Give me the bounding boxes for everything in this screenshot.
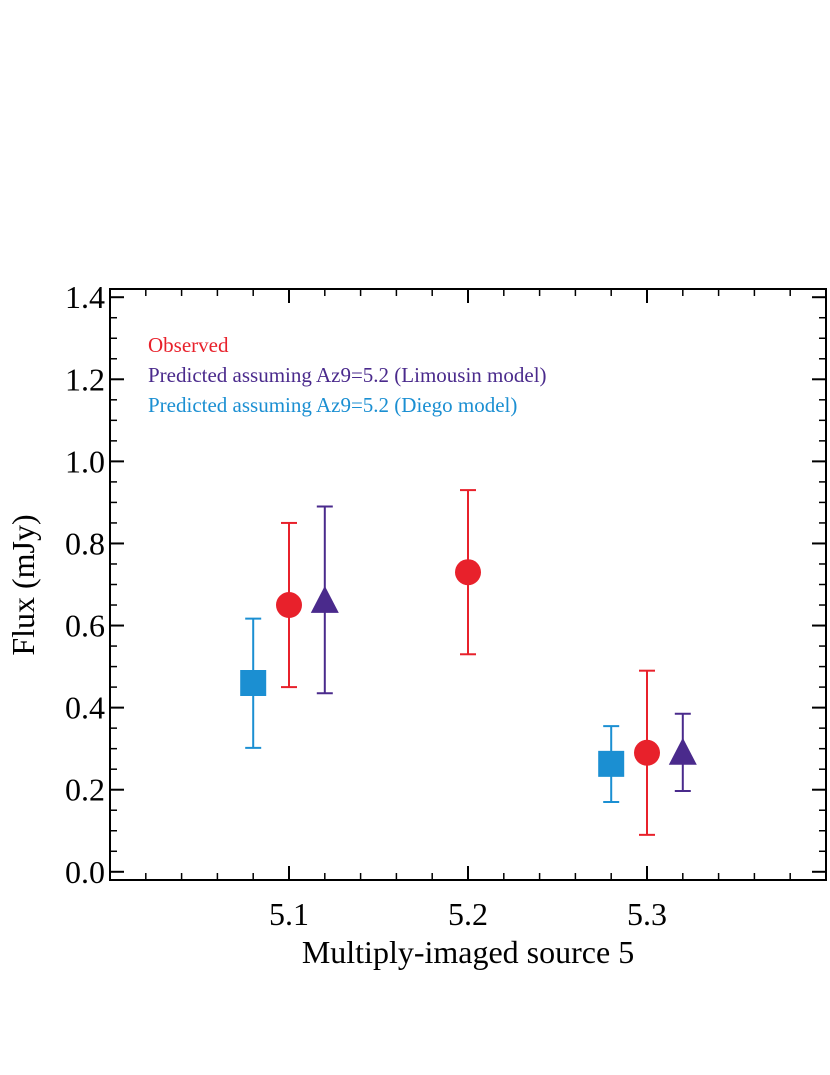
y-tick-label: 0.4 bbox=[65, 690, 105, 726]
data-point-triangle bbox=[310, 585, 339, 613]
y-tick-label: 0.0 bbox=[65, 854, 105, 890]
data-point-triangle bbox=[668, 737, 697, 765]
data-point-square bbox=[240, 670, 267, 696]
y-tick-label: 1.4 bbox=[65, 279, 105, 315]
x-tick-label: 5.2 bbox=[448, 896, 488, 932]
y-tick-label: 1.0 bbox=[65, 443, 105, 479]
legend: Observed Predicted assuming Az9=5.2 (Lim… bbox=[148, 333, 547, 417]
data-marks bbox=[240, 489, 697, 836]
x-axis-label: Multiply-imaged source 5 bbox=[302, 934, 634, 970]
y-tick-label: 0.2 bbox=[65, 772, 105, 808]
y-axis-label: Flux (mJy) bbox=[5, 514, 41, 655]
data-point-circle bbox=[455, 559, 481, 586]
legend-entry-diego: Predicted assuming Az9=5.2 (Diego model) bbox=[148, 393, 517, 417]
data-point-circle bbox=[634, 739, 660, 766]
axis-ticks bbox=[110, 289, 826, 880]
axis-tick-labels: 0.0 0.2 0.4 0.6 0.8 1.0 1.2 1.4 5.1 5.2 5.3 bbox=[65, 279, 667, 932]
x-tick-label: 5.3 bbox=[627, 896, 667, 932]
data-point-square bbox=[598, 750, 625, 777]
x-tick-label: 5.1 bbox=[269, 896, 309, 932]
data-point-circle bbox=[276, 592, 302, 619]
y-tick-label: 0.6 bbox=[65, 608, 105, 644]
y-tick-label: 0.8 bbox=[65, 525, 105, 561]
legend-entry-limousin: Predicted assuming Az9=5.2 (Limousin mod… bbox=[148, 363, 547, 387]
y-tick-label: 1.2 bbox=[65, 361, 105, 397]
legend-entry-observed: Observed bbox=[148, 333, 229, 357]
